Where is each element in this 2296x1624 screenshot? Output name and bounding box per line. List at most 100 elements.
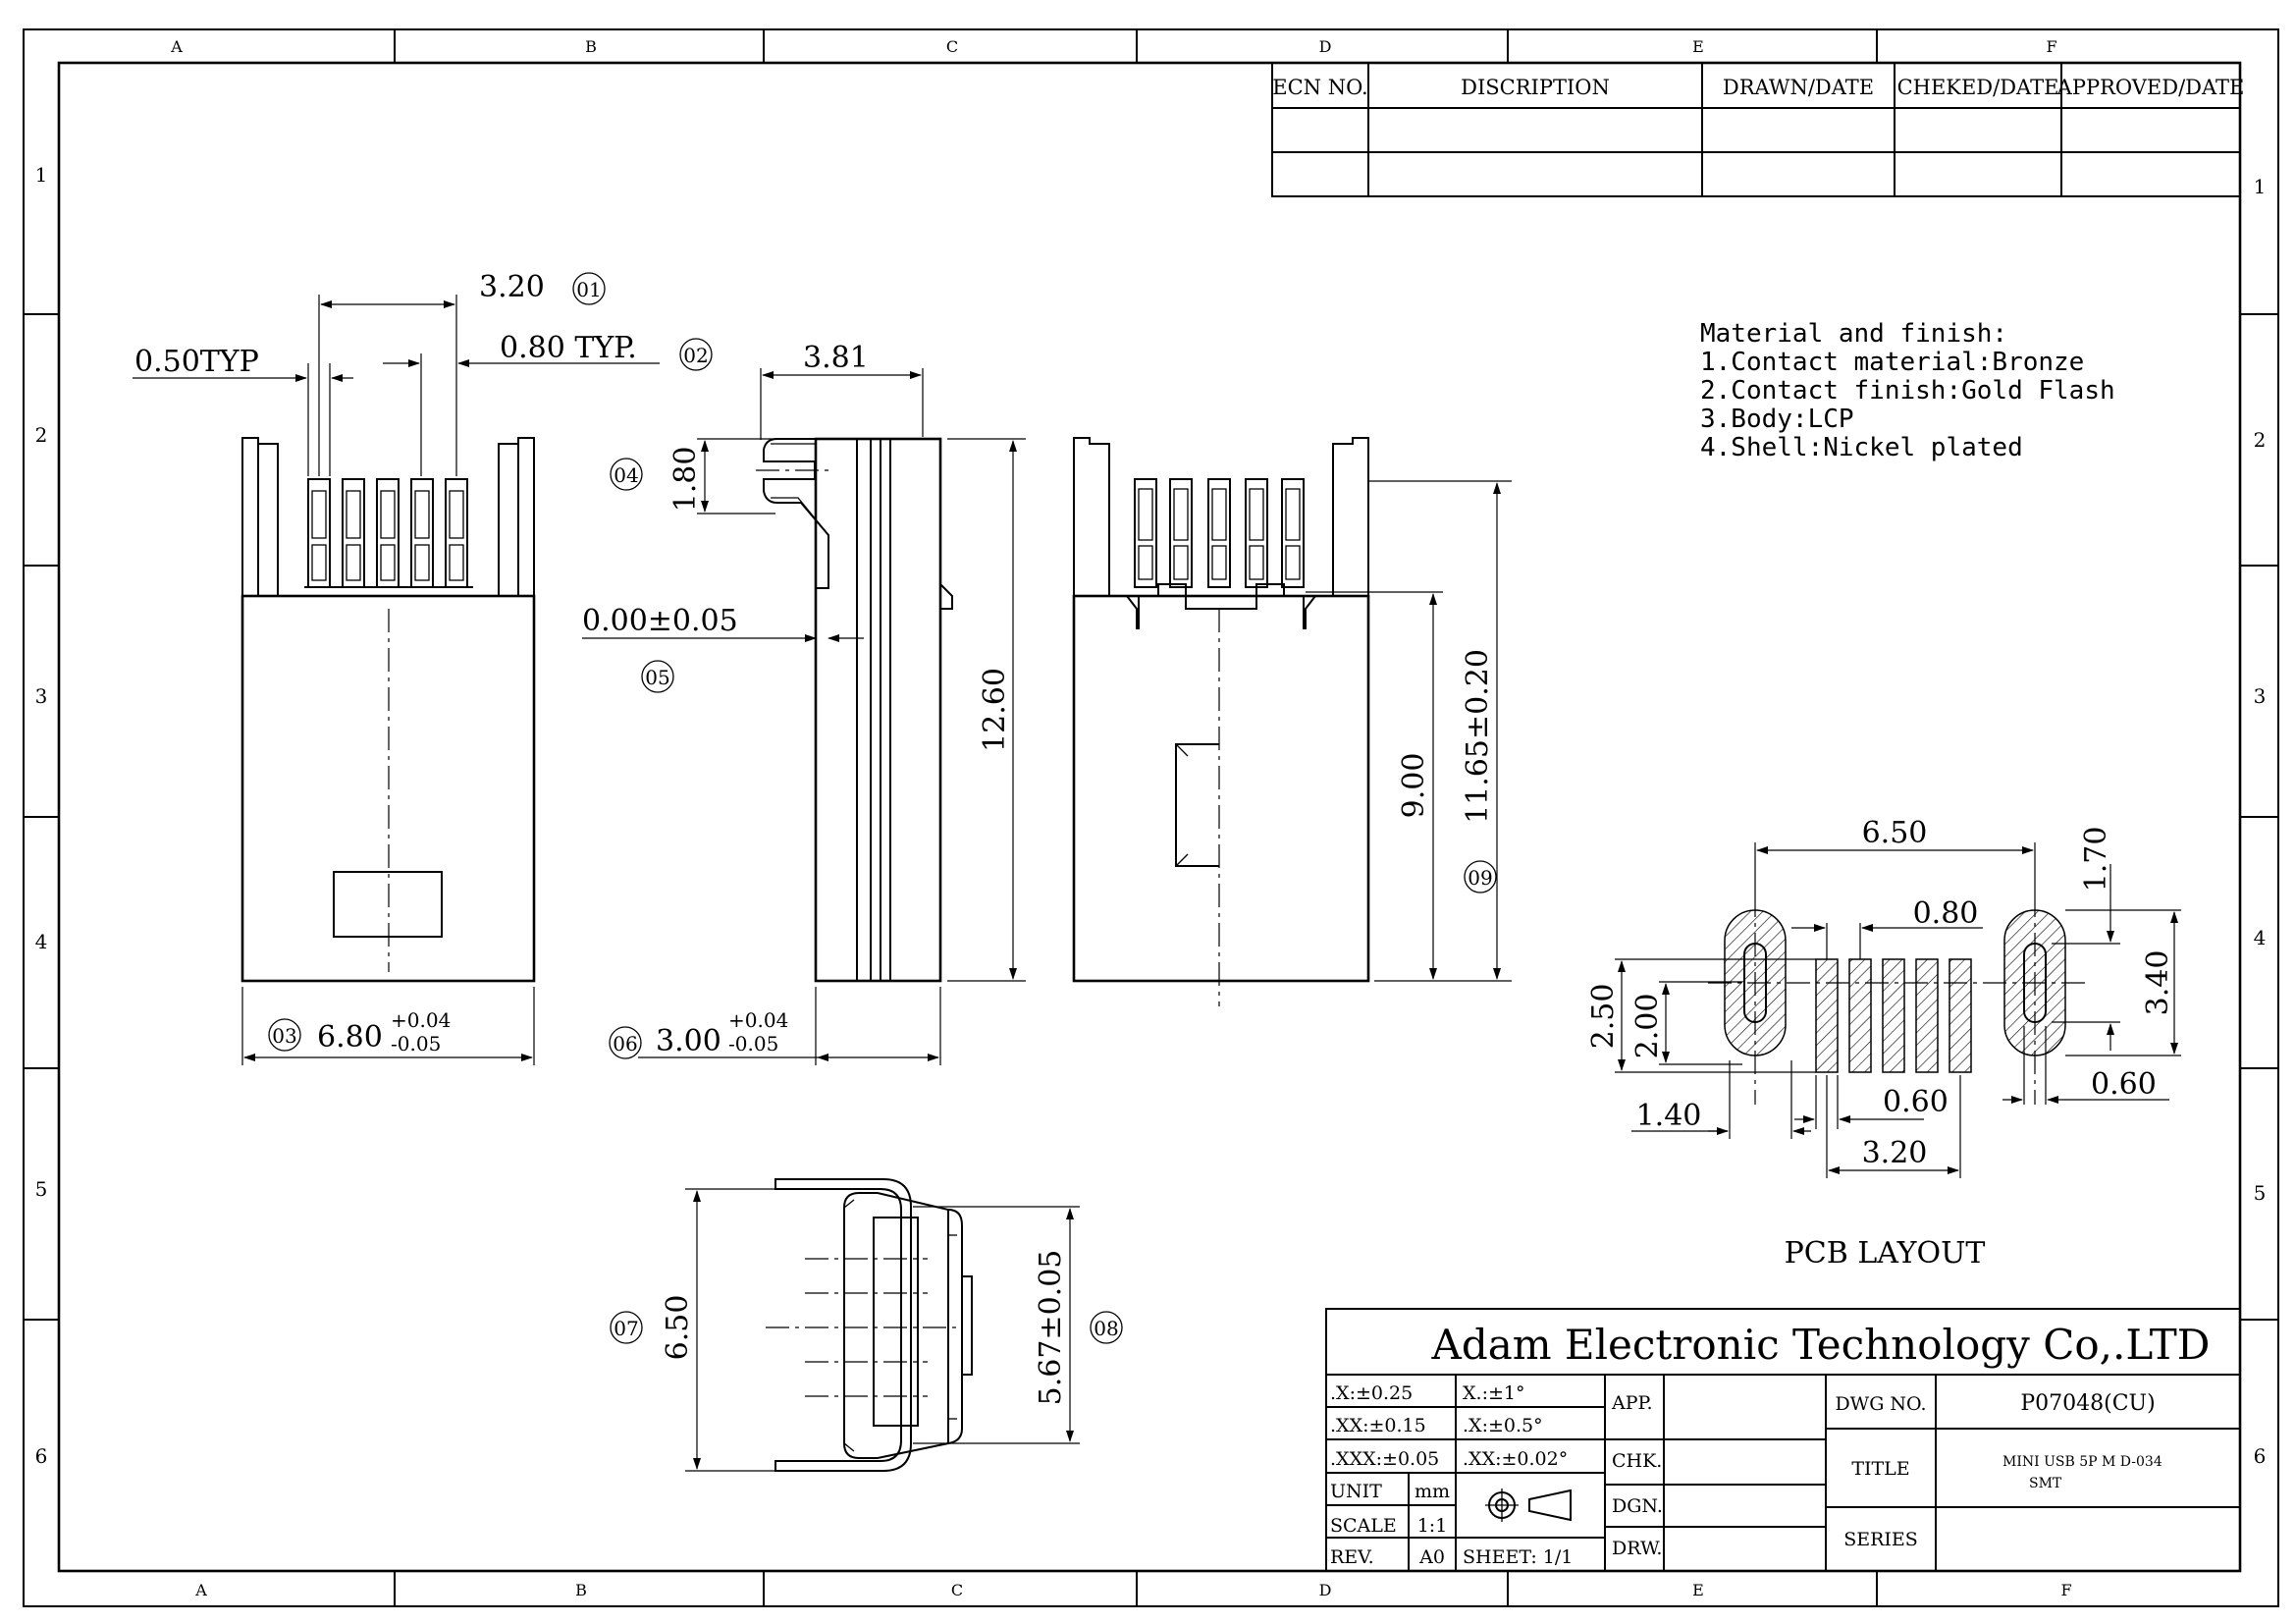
row-label-left-1: 1	[35, 163, 48, 187]
col-label-bottom-d: D	[1319, 1581, 1332, 1599]
row-label-right-5: 5	[2254, 1181, 2267, 1205]
ref-07: 07	[614, 1317, 638, 1340]
ref-01: 01	[576, 278, 601, 301]
pcb-dim-pad-edge: 1.40	[1636, 1099, 1702, 1133]
ref-08: 08	[1094, 1317, 1118, 1340]
ang-tol-three: .XX:±0.02°	[1463, 1448, 1568, 1470]
rev-value: A0	[1418, 1546, 1445, 1568]
company-name: Adam Electronic Technology Co,.LTD	[1431, 1321, 2211, 1369]
ang-tol-one: X.:±1°	[1463, 1382, 1524, 1404]
note-item-1: 1.Contact material:Bronze	[1700, 348, 2084, 377]
col-label-bottom-f: F	[2060, 1581, 2071, 1599]
dim-overall-length: 11.65±0.20	[1461, 649, 1495, 824]
row-label-left-6: 6	[35, 1444, 48, 1468]
row-label-left-5: 5	[35, 1177, 48, 1201]
front-view: 3.20 01 0.50TYP 0.80 TYP. 02 03 6.80 +0.…	[133, 270, 713, 1065]
side-view: 3.81 1.80 04 0.00±0.05 05 12.60 06 3.00 …	[582, 341, 1026, 1065]
ref-06: 06	[613, 1032, 637, 1056]
col-label-bottom-a: A	[194, 1581, 207, 1599]
back-contacts	[1134, 478, 1305, 588]
end-view: 6.50 07 5.67±0.05 08	[610, 1178, 1123, 1472]
col-label-bottom-b: B	[575, 1581, 587, 1599]
ref-05: 05	[645, 666, 669, 689]
ref-04: 04	[614, 463, 638, 487]
dim-thickness-tol-plus: +0.04	[728, 1008, 788, 1032]
dim-lead-height: 1.80	[668, 447, 703, 513]
col-label-top-e: E	[1692, 37, 1704, 56]
row-label-right-3: 3	[2254, 684, 2267, 708]
pcb-dim-pad-height: 3.40	[2141, 950, 2175, 1016]
pcb-dim-slot-width: 0.60	[2091, 1067, 2157, 1102]
revision-table: ECN NO. DISCRIPTION DRAWN/DATE CHEKED/DA…	[1271, 62, 2245, 197]
ang-tol-two: .X:±0.5°	[1463, 1415, 1543, 1436]
chk-label: CHK.	[1612, 1450, 1662, 1472]
row-label-left-2: 2	[35, 423, 48, 447]
pcb-layout-title: PCB LAYOUT	[1785, 1236, 1986, 1271]
app-label: APP.	[1611, 1392, 1652, 1414]
rev-label: REV.	[1330, 1546, 1374, 1568]
dim-width-tol-minus: -0.05	[391, 1032, 441, 1056]
col-label-top-c: C	[946, 37, 958, 56]
dgn-label: DGN.	[1612, 1495, 1663, 1517]
dim-width-tol-plus: +0.04	[391, 1008, 451, 1032]
col-label-bottom-e: E	[1692, 1581, 1704, 1599]
dwg-no-value: P07048(CU)	[2020, 1391, 2155, 1416]
dim-length: 12.60	[978, 668, 1012, 752]
dwg-no-label: DWG NO.	[1835, 1393, 1926, 1415]
front-window	[333, 871, 443, 938]
scale-value: 1:1	[1417, 1515, 1448, 1537]
row-label-right-4: 4	[2254, 926, 2267, 949]
note-item-4: 4.Shell:Nickel plated	[1700, 433, 2023, 462]
dim-thickness: 3.00	[656, 1024, 721, 1058]
row-label-right-1: 1	[2254, 175, 2267, 198]
col-label-top-d: D	[1319, 37, 1332, 56]
series-label: SERIES	[1843, 1529, 1918, 1550]
dim-inner-width: 5.67±0.05	[1034, 1250, 1068, 1406]
tol-two-decimal: .XX:±0.15	[1330, 1415, 1426, 1436]
rev-header-checked: CHEKED/DATE	[1897, 76, 2059, 99]
title-block: Adam Electronic Technology Co,.LTD .X:±0…	[1325, 1308, 2241, 1572]
zone-labels: A B C D E F A B C D E F 1 2 3 4 5 6 1 2 …	[35, 37, 2267, 1599]
sheet-number: SHEET: 1/1	[1463, 1546, 1573, 1568]
ref-03: 03	[272, 1024, 296, 1048]
col-label-top-f: F	[2046, 37, 2056, 56]
front-contacts	[304, 478, 473, 588]
title-value-line-1: MINI USB 5P M D-034	[2002, 1454, 2163, 1470]
drw-label: DRW.	[1612, 1538, 1662, 1559]
rev-header-approved: APPROVED/DATE	[2056, 76, 2245, 99]
dim-outer-width: 6.50	[661, 1295, 695, 1361]
dim-thickness-tol-minus: -0.05	[728, 1032, 778, 1056]
pcb-dim-slot-length: 1.70	[2079, 827, 2113, 893]
pcb-dim-outer-height: 2.50	[1586, 984, 1621, 1050]
dim-pin-width: 0.50TYP	[134, 345, 259, 379]
third-angle-projection-icon	[1485, 1489, 1572, 1522]
dim-coplanarity: 0.00±0.05	[582, 604, 738, 638]
dim-inner-length: 9.00	[1397, 753, 1431, 819]
pcb-dim-inner-height: 2.00	[1630, 994, 1665, 1059]
pcb-dim-pitch: 0.80	[1913, 896, 1979, 931]
row-label-right-2: 2	[2254, 428, 2267, 452]
unit-label: UNIT	[1330, 1481, 1382, 1502]
material-notes: Material and finish: 1.Contact material:…	[1700, 319, 2115, 462]
row-label-left-4: 4	[35, 930, 48, 953]
note-item-2: 2.Contact finish:Gold Flash	[1700, 376, 2115, 406]
title-value-line-2: SMT	[2029, 1476, 2062, 1491]
pcb-layout: 6.50 1.70 3.40 0.80 2.50 2.00 1	[1586, 816, 2181, 1271]
unit-value: mm	[1415, 1481, 1450, 1502]
scale-label: SCALE	[1330, 1515, 1397, 1537]
note-item-3: 3.Body:LCP	[1700, 405, 1854, 434]
pcb-dim-pad-span: 6.50	[1862, 816, 1928, 850]
dim-pitch: 0.80 TYP.	[500, 331, 637, 365]
col-label-top-a: A	[170, 37, 183, 56]
dim-width: 6.80	[317, 1020, 383, 1055]
pcb-dim-pins-span: 3.20	[1862, 1136, 1928, 1170]
tol-three-decimal: .XXX:±0.05	[1330, 1448, 1439, 1470]
row-label-right-6: 6	[2254, 1444, 2267, 1468]
title-label: TITLE	[1851, 1458, 1909, 1480]
back-view: 9.00 11.65±0.20 09	[1072, 437, 1512, 1006]
ref-02: 02	[683, 344, 708, 367]
rev-header-description: DISCRIPTION	[1461, 76, 1610, 99]
dim-pitch-span: 3.20	[479, 270, 545, 304]
row-label-left-3: 3	[35, 684, 48, 708]
